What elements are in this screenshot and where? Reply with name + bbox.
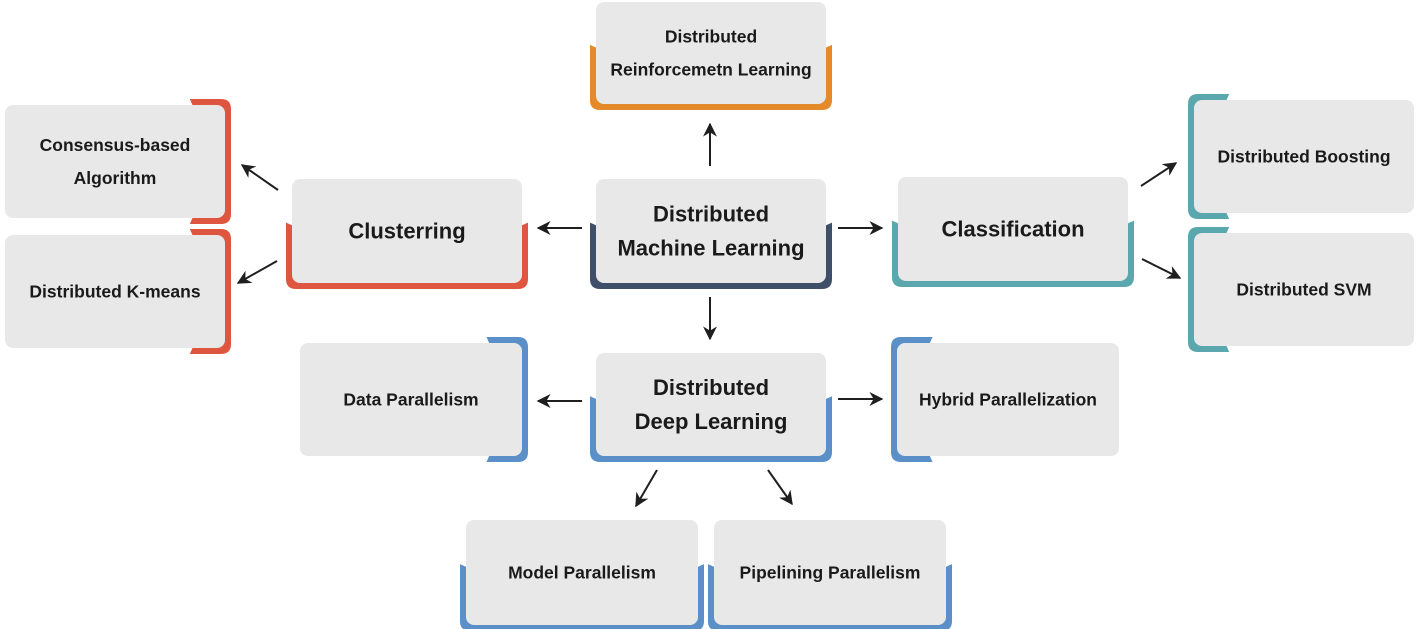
arrow-ddl-to-model-par — [635, 469, 658, 508]
node-classification-label-1: Classification — [941, 217, 1084, 242]
node-ddl-label-1: Distributed — [653, 375, 769, 400]
node-ddl-label-2: Deep Learning — [635, 409, 788, 434]
node-kmeans-box — [5, 235, 225, 348]
node-root-box — [596, 179, 826, 283]
node-consensus-label-2: Algorithm — [74, 168, 157, 188]
node-pipe-par-box — [714, 520, 946, 625]
node-boosting-label-1: Distributed Boosting — [1217, 147, 1390, 167]
node-data-par-box — [300, 343, 522, 456]
node-drl-label-2: Reinforcemetn Learning — [610, 60, 811, 80]
node-boosting-box — [1194, 100, 1414, 213]
node-classification: Classification — [892, 177, 1134, 287]
node-drl-label-1: Distributed — [665, 27, 757, 47]
node-model-par-label-1: Model Parallelism — [508, 563, 656, 583]
arrow-clustering-to-kmeans — [236, 260, 278, 284]
node-svm: Distributed SVM — [1188, 227, 1414, 352]
node-pipe-par: Pipelining Parallelism — [708, 520, 952, 629]
node-root-label-2: Machine Learning — [617, 236, 804, 261]
node-kmeans-label-1: Distributed K-means — [29, 282, 200, 302]
node-data-par: Data Parallelism — [300, 337, 528, 462]
node-clustering: Clusterring — [286, 179, 528, 289]
edges — [236, 122, 1182, 508]
node-model-par: Model Parallelism — [460, 520, 704, 629]
arrow-classification-to-boosting — [1140, 162, 1178, 187]
node-hybrid: Hybrid Parallelization — [891, 337, 1119, 462]
arrow-clustering-to-consensus — [240, 164, 279, 191]
node-svm-label-1: Distributed SVM — [1236, 280, 1371, 300]
node-boosting: Distributed Boosting — [1188, 94, 1414, 219]
arrow-classification-to-svm — [1141, 258, 1182, 279]
node-data-par-label-1: Data Parallelism — [343, 390, 478, 410]
node-consensus-label-1: Consensus-based — [40, 135, 191, 155]
node-clustering-label-1: Clusterring — [348, 219, 465, 244]
node-hybrid-box — [897, 343, 1119, 456]
arrow-ddl-to-pipe-par — [767, 469, 793, 506]
node-svm-box — [1194, 233, 1414, 346]
node-hybrid-label-1: Hybrid Parallelization — [919, 390, 1097, 410]
node-consensus-box — [5, 105, 225, 218]
node-drl-box — [596, 2, 826, 104]
node-clustering-box — [292, 179, 522, 283]
node-model-par-box — [466, 520, 698, 625]
node-kmeans: Distributed K-means — [5, 229, 231, 354]
node-root-label-1: Distributed — [653, 202, 769, 227]
node-pipe-par-label-1: Pipelining Parallelism — [740, 563, 921, 583]
node-classification-box — [898, 177, 1128, 281]
node-ddl-box — [596, 353, 826, 456]
